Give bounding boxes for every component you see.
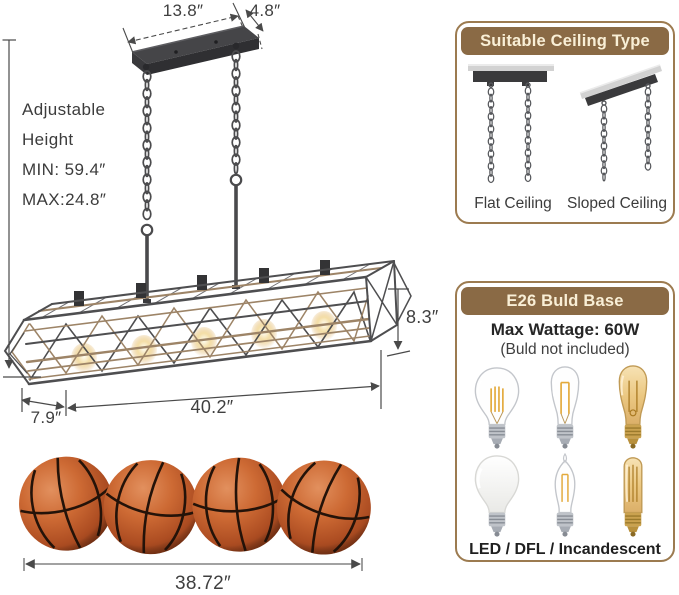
adjustable-height-label: Adjustable Height MIN: 59.4″ MAX:24.8″	[22, 95, 106, 215]
dim-fixture-length	[65, 350, 382, 416]
basketball-row-width-label: 38.72″	[174, 573, 232, 594]
basketball-row	[7, 445, 385, 569]
basketball-icon	[187, 453, 291, 557]
fixture-height-label: 8.3″	[406, 307, 439, 327]
flat-ceiling-label: Flat Ceiling	[474, 195, 552, 212]
flat-chain-right	[524, 86, 532, 183]
amber-t45-tube-bulb-icon	[623, 457, 643, 538]
ceiling-panel-title: Suitable Ceiling Type	[461, 27, 669, 55]
ceiling-type-illustrations	[468, 64, 662, 184]
basketball-icon	[263, 447, 385, 569]
clear-candle-filament-bulb-icon	[554, 452, 576, 538]
sloped-chain-left	[600, 104, 608, 182]
dim-adjustable-height	[2, 39, 41, 378]
downrods	[140, 173, 243, 303]
adjustable-height-line1: Adjustable	[22, 100, 106, 119]
dim-canopy-depth	[245, 9, 264, 50]
dim-fixture-depth	[21, 388, 65, 412]
hanging-chain-left	[142, 70, 152, 221]
sloped-chain-right	[644, 87, 652, 171]
bulb-types-label: LED / DFL / Incandescent	[469, 541, 661, 558]
flat-chain-left	[487, 87, 495, 184]
canopy-depth-label: 4.8″	[249, 1, 281, 20]
fixture-length-label: 40.2″	[190, 397, 234, 417]
frosted-a19-bulb-icon	[474, 455, 520, 538]
dim-basketball-row	[23, 558, 363, 571]
bulb-base-panel: E26 Buld Base Max Wattage: 60W (Buld not…	[455, 281, 675, 562]
sloped-ceiling-illustration	[579, 64, 662, 106]
canopy-width-label: 13.8″	[162, 1, 204, 20]
hanging-chain-right	[231, 50, 241, 175]
adjustable-height-line2: Height	[22, 130, 74, 149]
sloped-ceiling-label: Sloped Ceiling	[567, 195, 667, 212]
fixture-depth-label: 7.9″	[30, 408, 62, 427]
dim-canopy-width	[122, 2, 246, 54]
cage-chandelier	[3, 260, 412, 386]
bulb-panel-title: E26 Buld Base	[461, 287, 669, 315]
ceiling-type-panel: Suitable Ceiling Type	[455, 21, 675, 224]
basketball-icon	[93, 450, 208, 565]
bulb-not-included-note: (Buld not included)	[500, 341, 630, 358]
clear-st64-edison-bulb-icon	[550, 366, 580, 450]
amber-st64-edison-bulb-icon	[618, 365, 648, 450]
dim-fixture-height	[386, 288, 411, 357]
adjustable-height-max: MAX:24.8″	[22, 190, 107, 209]
clear-a19-filament-bulb-icon	[474, 367, 520, 450]
flat-ceiling-illustration	[468, 64, 554, 88]
ceiling-canopy	[131, 25, 259, 75]
adjustable-height-min: MIN: 59.4″	[22, 160, 106, 179]
max-wattage-label: Max Wattage: 60W	[490, 320, 640, 339]
bulb-grid	[457, 359, 673, 538]
